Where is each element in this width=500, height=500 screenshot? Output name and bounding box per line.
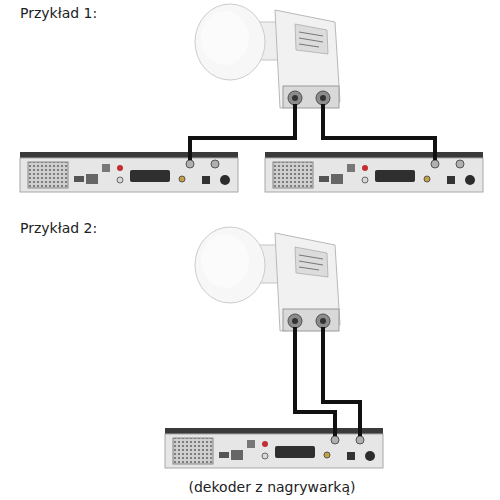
label-box: Przykład 2:	[20, 219, 97, 237]
coax-cable	[295, 327, 335, 436]
receiver-recorder	[165, 428, 383, 468]
receiver	[20, 152, 238, 192]
example-heading: Przykład 1:	[20, 5, 97, 21]
coax-cable	[323, 327, 360, 436]
coax-cable	[323, 104, 435, 160]
label-box: (dekoder z nagrywarką)	[189, 478, 356, 496]
receiver	[265, 152, 483, 192]
label-box: Przykład 1:	[20, 4, 97, 22]
example-heading: Przykład 2:	[20, 220, 97, 236]
coax-cable	[190, 104, 295, 160]
lnb-twin	[195, 227, 340, 331]
lnb-twin	[195, 4, 340, 108]
caption-label: (dekoder z nagrywarką)	[189, 479, 356, 495]
